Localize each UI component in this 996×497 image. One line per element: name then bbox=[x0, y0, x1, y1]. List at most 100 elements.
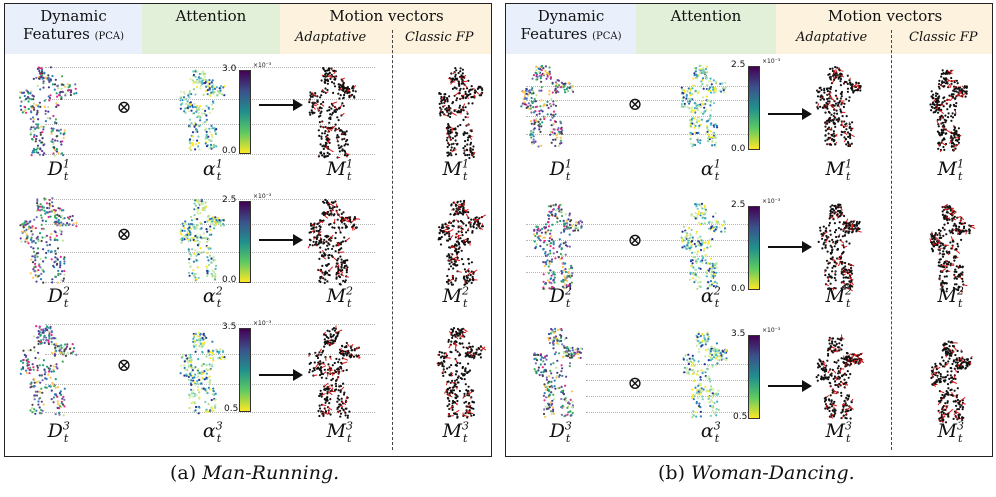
label-subscript: t bbox=[463, 431, 468, 445]
guide-line bbox=[45, 124, 375, 125]
colorbar-max: 3.5 bbox=[222, 322, 237, 332]
attention-cloud-row3 bbox=[682, 331, 729, 419]
label-dynamic-feature-row1: D1t bbox=[530, 158, 590, 183]
label-subscript: t bbox=[714, 431, 720, 445]
label-symbol: D bbox=[47, 158, 63, 180]
attention-cloud-row1 bbox=[179, 69, 226, 152]
label-superscript: 2 bbox=[845, 284, 853, 298]
label-superscript: 1 bbox=[462, 157, 470, 171]
label-superscript: 2 bbox=[215, 284, 223, 298]
guide-line bbox=[526, 240, 756, 241]
multiply-icon: ⊗ bbox=[116, 224, 132, 245]
label-superscript: 3 bbox=[462, 419, 470, 433]
arrow-icon bbox=[259, 234, 303, 246]
label-symbol: M bbox=[326, 420, 347, 442]
label-symbol: M bbox=[937, 158, 958, 180]
header-motion-vectors: Motion vectors bbox=[280, 4, 491, 54]
colorbar-min: 0.0 bbox=[222, 275, 237, 285]
guide-line bbox=[45, 224, 375, 225]
label-symbol: M bbox=[442, 420, 463, 442]
label-superscript: 1 bbox=[957, 157, 965, 171]
label-symbol: D bbox=[549, 285, 565, 307]
label-attention-row1: α1t bbox=[680, 157, 740, 182]
multiply-icon: ⊗ bbox=[116, 355, 132, 376]
multiply-icon: ⊗ bbox=[627, 94, 643, 115]
colorbar-exp: ×10⁻³ bbox=[762, 198, 781, 205]
column-divider bbox=[891, 30, 892, 450]
header-features-label: Features bbox=[22, 25, 90, 43]
label-subscript: t bbox=[463, 169, 468, 183]
label-motion-adaptative-row2: M2t bbox=[808, 284, 868, 310]
label-subscript: t bbox=[846, 296, 851, 310]
subheader-classic-fp: Classic FP bbox=[909, 30, 978, 45]
panel-woman-dancing: Dynamic Features (PCA) Attention Motion … bbox=[505, 3, 993, 457]
feature-cloud-row3 bbox=[19, 325, 78, 417]
label-subscript: t bbox=[846, 169, 851, 183]
colorbar-max: 2.5 bbox=[731, 60, 746, 70]
label-symbol: D bbox=[549, 420, 565, 442]
arrow-icon bbox=[259, 99, 303, 111]
label-subscript: t bbox=[846, 431, 851, 445]
label-symbol: M bbox=[825, 285, 846, 307]
guide-line bbox=[526, 116, 756, 117]
colorbar-row1 bbox=[239, 70, 251, 154]
label-symbol: D bbox=[549, 158, 565, 180]
colorbar-exp: ×10⁻³ bbox=[253, 62, 272, 69]
motion-adaptative-row2 bbox=[307, 198, 361, 286]
header-features-label: Features bbox=[520, 25, 588, 43]
label-dynamic-feature-row2: D2t bbox=[28, 285, 88, 309]
label-superscript: 1 bbox=[845, 157, 853, 171]
label-superscript: 1 bbox=[62, 157, 70, 171]
label-superscript: 3 bbox=[62, 419, 70, 433]
label-symbol: M bbox=[937, 285, 958, 307]
label-subscript: t bbox=[565, 169, 571, 183]
label-motion-classic-row3: M3t bbox=[920, 420, 980, 444]
header-motion-label: Motion vectors bbox=[827, 7, 943, 25]
label-dynamic-feature-row3: D3t bbox=[28, 419, 88, 444]
label-subscript: t bbox=[565, 296, 571, 310]
colorbar-min: 0.0 bbox=[731, 144, 746, 154]
colorbar-row2 bbox=[748, 206, 760, 290]
label-attention-row1: α1t bbox=[182, 158, 242, 183]
label-motion-adaptative-row1: M1t bbox=[309, 157, 369, 183]
label-superscript: 1 bbox=[346, 157, 354, 171]
guide-line bbox=[586, 396, 756, 397]
label-motion-classic-row1: M1t bbox=[425, 157, 485, 183]
label-superscript: 2 bbox=[346, 284, 354, 298]
label-dynamic-feature-row1: D1t bbox=[28, 157, 88, 182]
label-motion-adaptative-row1: M1t bbox=[808, 157, 868, 183]
caption-b: (b) Woman-Dancing. bbox=[658, 462, 855, 484]
guide-line bbox=[45, 67, 375, 68]
guide-line bbox=[586, 412, 756, 413]
arrow-icon bbox=[768, 108, 812, 120]
subheader-classic-fp: Classic FP bbox=[405, 30, 474, 45]
label-symbol: M bbox=[937, 420, 958, 442]
label-superscript: 3 bbox=[713, 419, 721, 433]
attention-cloud-row2 bbox=[179, 198, 226, 282]
label-symbol: α bbox=[202, 420, 216, 442]
header-attention-label: Attention bbox=[175, 7, 247, 25]
arrow-icon bbox=[768, 241, 812, 253]
label-superscript: 1 bbox=[713, 157, 721, 171]
label-symbol: α bbox=[700, 285, 714, 307]
guide-line bbox=[526, 86, 756, 87]
subheader-adaptative: Adaptative bbox=[796, 30, 868, 45]
label-symbol: α bbox=[202, 158, 216, 180]
label-subscript: t bbox=[216, 169, 222, 183]
colorbar-max: 3.0 bbox=[222, 64, 237, 74]
guide-line bbox=[526, 272, 756, 273]
colorbar-row1 bbox=[748, 66, 760, 150]
motion-classic-row2 bbox=[437, 199, 487, 286]
header-motion-label: Motion vectors bbox=[329, 7, 444, 25]
label-motion-classic-row1: M1t bbox=[920, 157, 980, 182]
attention-cloud-row2 bbox=[680, 202, 727, 290]
guide-line bbox=[45, 99, 375, 100]
multiply-icon: ⊗ bbox=[116, 97, 132, 118]
colorbar-max: 2.5 bbox=[731, 200, 746, 210]
label-superscript: 3 bbox=[346, 419, 354, 433]
label-subscript: t bbox=[347, 169, 352, 183]
label-symbol: M bbox=[326, 158, 347, 180]
attention-cloud-row3 bbox=[179, 331, 226, 415]
header-dynamic-features: Dynamic Features (PCA) bbox=[506, 4, 636, 54]
label-subscript: t bbox=[216, 296, 222, 310]
